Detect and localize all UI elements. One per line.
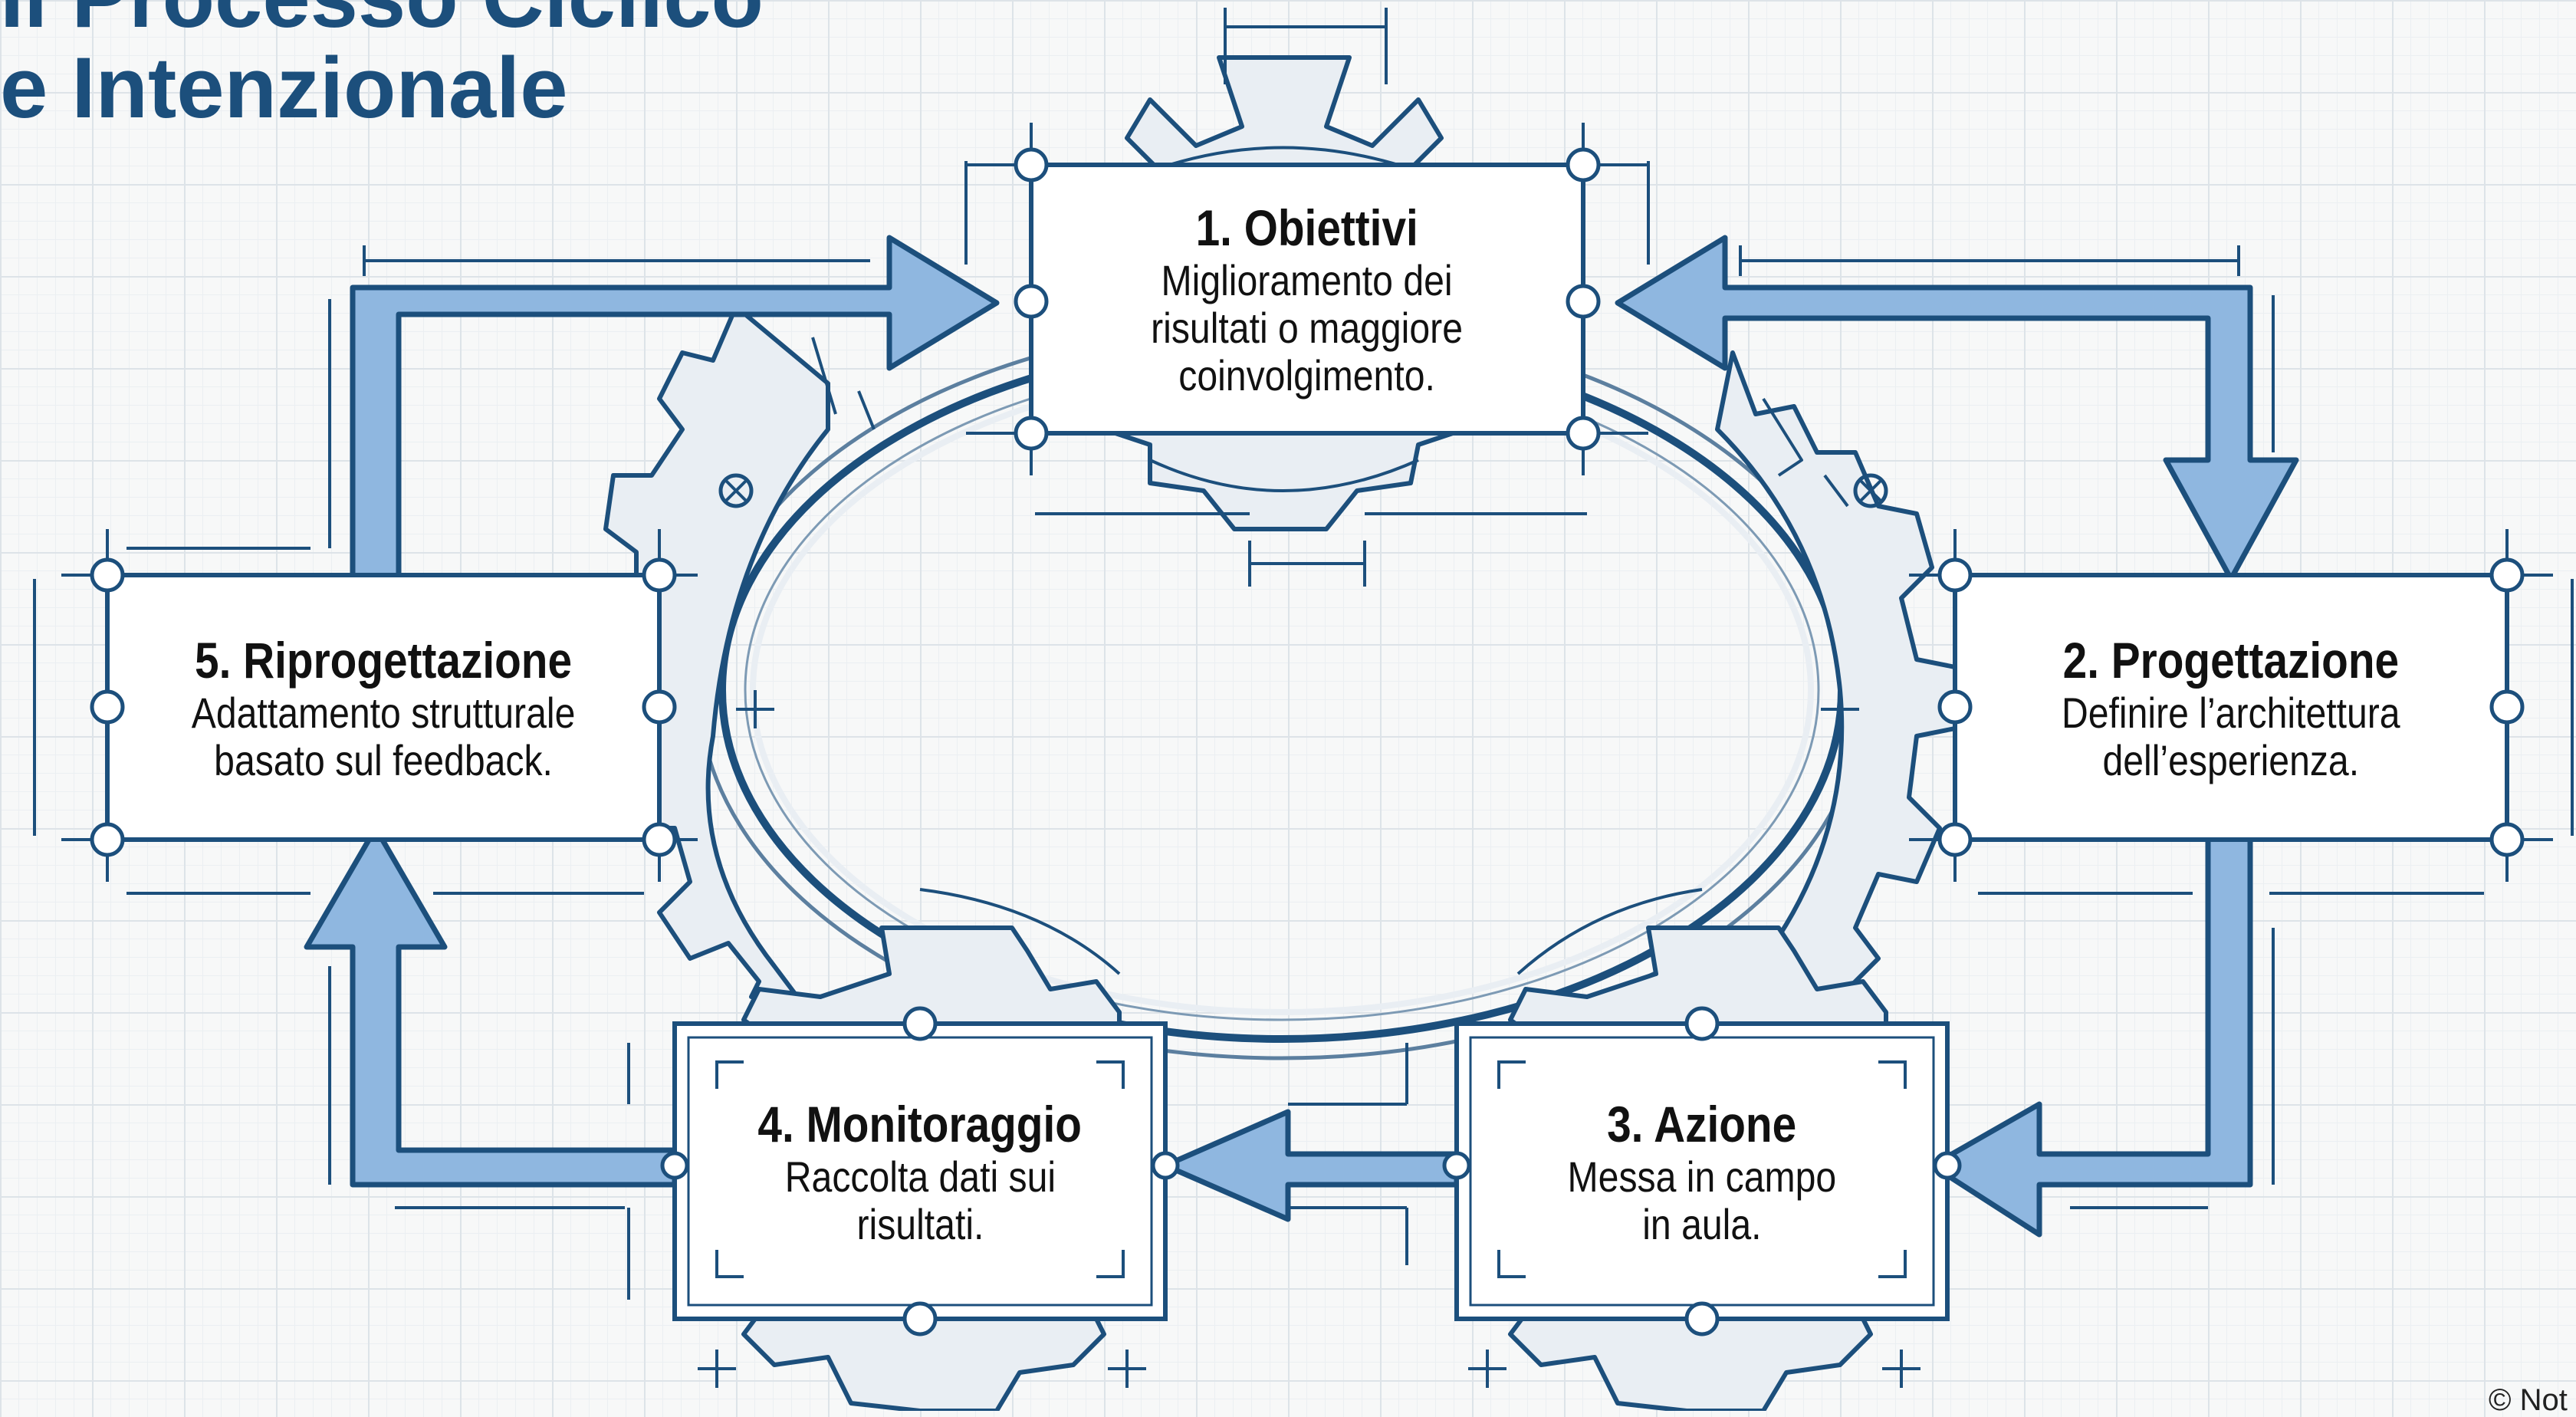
page-title: Il Processo Ciclico e Intenzionale <box>0 0 764 133</box>
arrow-3-to-4 <box>1162 1109 1460 1222</box>
dimension-lines <box>33 8 2574 1300</box>
right-gear-segment <box>1715 350 1957 1014</box>
step-description: Raccolta dati sui risultati. <box>784 1152 1056 1248</box>
flow-arrows <box>304 235 2299 1238</box>
crosshair-markers <box>90 147 2525 1336</box>
step-title: 3. Azione <box>1607 1095 1797 1152</box>
step-box-4-monitoraggio: 4. Monitoraggio Raccolta dati sui risult… <box>675 1024 1165 1319</box>
title-line-1: Il Processo Ciclico <box>0 0 764 45</box>
step-description: Definire l’architettura dell’esperienza. <box>2062 688 2400 784</box>
step-box-2-progettazione: 2. Progettazione Definire l’architettura… <box>1955 575 2507 840</box>
copyright-notice: © Not <box>2489 1383 2568 1417</box>
step-title: 1. Obiettivi <box>1195 199 1419 256</box>
step-description: Miglioramento dei risultati o maggiore c… <box>1151 256 1464 399</box>
step-title: 4. Monitoraggio <box>757 1095 1083 1152</box>
step-description: Adattamento strutturale basato sul feedb… <box>191 688 576 784</box>
corner-brackets <box>715 1060 1907 1278</box>
step-box-3-azione: 3. Azione Messa in campo in aula. <box>1457 1024 1947 1319</box>
arrow-4-to-5 <box>304 825 678 1188</box>
step-box-5-riprogettazione: 5. Riprogettazione Adattamento struttura… <box>107 575 659 840</box>
step-title: 2. Progettazione <box>2062 631 2400 689</box>
step-box-1-obiettivi: 1. Obiettivi Miglioramento dei risultati… <box>1031 165 1583 433</box>
arrow-2-to-3 <box>1929 833 2253 1238</box>
title-line-2: e Intenzionale <box>0 40 568 136</box>
arrow-5-to-1 <box>350 235 1000 586</box>
step-description: Messa in campo in aula. <box>1567 1152 1837 1248</box>
plus-marks <box>698 690 1921 1388</box>
box-frames <box>105 163 2509 1321</box>
step-title: 5. Riprogettazione <box>195 631 572 689</box>
